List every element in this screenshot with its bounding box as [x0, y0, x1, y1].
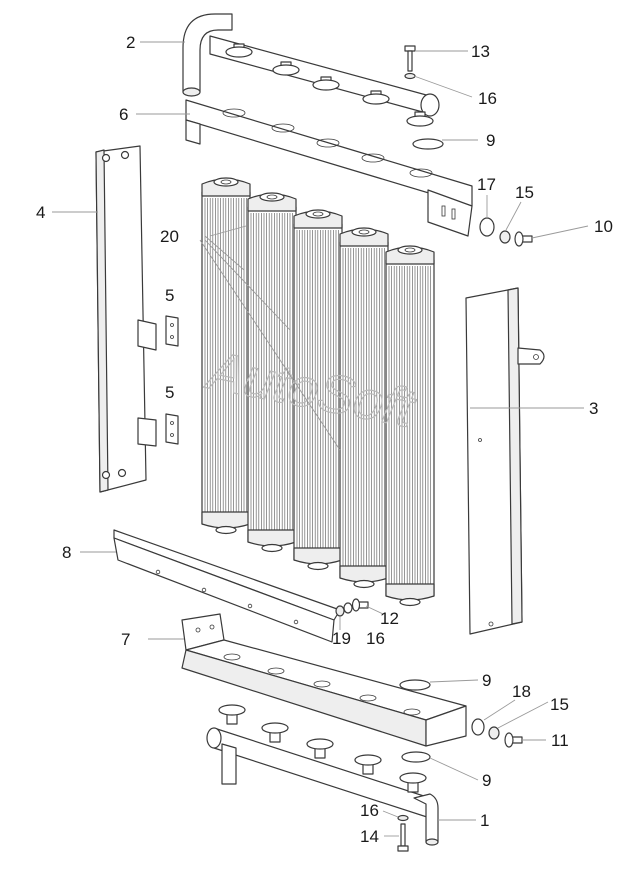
core-bottom-flange [261, 543, 283, 553]
callout-16: 16 [478, 89, 497, 108]
right-side-bracket [465, 287, 545, 635]
washer-19 [335, 605, 345, 617]
callout-12: 12 [380, 609, 399, 628]
core-top-flange [259, 192, 285, 202]
core-bottom-flange [215, 525, 237, 535]
upper-manifold-pipe [182, 13, 440, 127]
callout-16: 16 [360, 801, 379, 820]
mounting-plate-5-lower [165, 413, 179, 445]
lower-angle-bar [113, 529, 341, 643]
callout-1: 1 [480, 811, 489, 830]
callout-17: 17 [477, 175, 496, 194]
callout-2: 2 [126, 33, 135, 52]
lower-manifold-flange [218, 704, 427, 793]
core-bottom-tank [339, 565, 389, 583]
core-top-flange [397, 245, 423, 255]
bolt-11 [504, 732, 523, 748]
washer-15-lower [488, 726, 500, 740]
leader-lines [52, 41, 589, 837]
callout-6: 6 [119, 105, 128, 124]
callout-10: 10 [594, 217, 613, 236]
callout-5: 5 [165, 383, 174, 402]
manifold-flange [225, 43, 434, 127]
bolt-13 [404, 45, 416, 80]
washer-16-mid [343, 602, 353, 614]
radiator-core [339, 227, 389, 589]
gasket-9-top [412, 138, 444, 150]
gasket-9-middle [399, 679, 431, 691]
radiator-core [247, 192, 297, 553]
callout-15: 15 [550, 695, 569, 714]
radiator-core [293, 209, 343, 571]
callout-4: 4 [36, 203, 45, 222]
lower-bracket-channel [181, 613, 467, 747]
callout-9: 9 [482, 771, 491, 790]
radiator-core [385, 245, 435, 607]
core-top-port [266, 194, 278, 200]
bolt-12 [351, 598, 369, 612]
left-side-bracket [95, 145, 157, 493]
bolt-10 [514, 231, 533, 247]
core-bottom-flange [399, 597, 421, 607]
callout-11: 11 [551, 731, 569, 750]
core-bottom-flange [307, 561, 329, 571]
callout-7: 7 [121, 630, 130, 649]
mounting-plate-5-upper [165, 315, 179, 347]
washer-18 [471, 718, 485, 736]
callout-15: 15 [515, 183, 534, 202]
callout-9: 9 [486, 131, 495, 150]
washer-16-lower [397, 814, 409, 822]
callout-13: 13 [471, 42, 490, 61]
callout-14: 14 [360, 827, 379, 846]
core-bottom-flange [353, 579, 375, 589]
callout-18: 18 [512, 682, 531, 701]
core-bottom-tank [201, 511, 251, 529]
callout-5: 5 [165, 286, 174, 305]
radiator-core [201, 177, 251, 535]
callout-19: 19 [332, 629, 351, 648]
core-bottom-tank [385, 583, 435, 601]
core-bottom-tank [293, 547, 343, 565]
core-top-flange [351, 227, 377, 237]
gasket-9-lower [401, 751, 431, 763]
upper-bracket-plate [185, 99, 473, 237]
core-bottom-tank [247, 529, 297, 547]
callout-3: 3 [589, 399, 598, 418]
core-top-flange [305, 209, 331, 219]
callout-9: 9 [482, 671, 491, 690]
core-top-flange [213, 177, 239, 187]
lower-manifold-pipe [206, 704, 439, 846]
core-top-port [358, 229, 370, 235]
callout-20: 20 [160, 227, 179, 246]
washer-15 [499, 230, 511, 244]
callout-labels: 2 13 16 6 9 4 17 15 10 20 5 5 3 8 12 19 … [36, 33, 613, 846]
core-top-port [220, 179, 232, 185]
bolt-14 [397, 823, 409, 852]
callout-8: 8 [62, 543, 71, 562]
core-top-port [312, 211, 324, 217]
core-top-port [404, 247, 416, 253]
radiator-core-set [201, 177, 435, 607]
callout-16: 16 [366, 629, 385, 648]
washer-17 [479, 217, 495, 237]
